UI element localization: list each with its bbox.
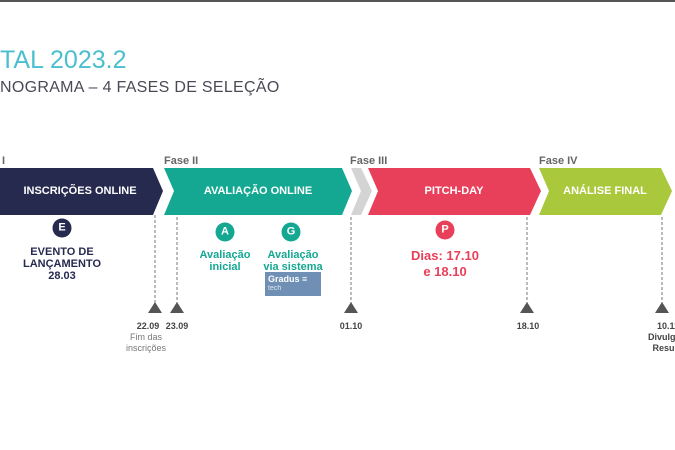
note-line: Divulgação <box>647 332 675 342</box>
top-border <box>0 0 675 2</box>
phase-label-4: Fase IV <box>539 155 578 167</box>
event-line: e 18.10 <box>423 264 467 279</box>
event-initial-eval: Avaliação inicial <box>200 249 251 273</box>
page-title: TAL 2023.2 <box>0 46 127 74</box>
event-pitch-days: Dias: 17.10 e 18.10 <box>411 248 479 280</box>
badge-e: E <box>52 218 72 238</box>
milestone-date: 10.11 <box>656 321 675 331</box>
phase-bar-2 <box>164 168 352 215</box>
event-line: via sistema <box>263 261 323 273</box>
logo-text: Gradus <box>268 274 300 284</box>
phase-label-1: I <box>2 155 6 167</box>
note-line: Resultado <box>652 343 675 353</box>
badge-a: A <box>215 222 235 242</box>
note-line: Final <box>616 354 675 365</box>
badge-g: G <box>281 222 301 242</box>
event-launch: EVENTO DE LANÇAMENTO 28.03 <box>23 246 101 282</box>
milestone-marker <box>148 302 162 313</box>
page-subtitle: NOGRAMA – 4 FASES DE SELEÇÃO <box>0 79 280 96</box>
milestone-marker <box>344 302 358 313</box>
milestone-marker <box>170 302 184 313</box>
event-system-eval: Avaliação via sistema <box>263 249 322 273</box>
phase-bar-label-4: ANÁLISE FINAL <box>563 185 647 197</box>
event-line: Avaliação <box>267 249 319 261</box>
phase-bar-4 <box>539 168 672 215</box>
phase-label-2: Fase II <box>164 155 199 167</box>
note-line: Fim das <box>129 332 163 342</box>
phase-bar-label-3: PITCH-DAY <box>424 185 484 197</box>
milestone-note: Fim das inscrições <box>126 332 166 354</box>
logo-subtext: tech <box>268 285 282 292</box>
phase-bar-label-1: INSCRIÇÕES ONLINE <box>23 185 137 197</box>
event-line: inicial <box>209 261 241 273</box>
event-line: LANÇAMENTO <box>22 258 102 270</box>
event-line: EVENTO DE <box>30 246 94 258</box>
milestone-date: 01.10 <box>339 321 363 331</box>
milestone-marker <box>520 302 534 313</box>
gradus-logo: Gradus ≡tech <box>265 272 321 296</box>
milestone-date: 23.09 <box>165 321 189 331</box>
event-line: Dias: 17.10 <box>411 248 479 263</box>
phase-bar-1 <box>0 168 163 215</box>
note-line: inscrições <box>125 343 167 353</box>
milestone-marker <box>655 302 669 313</box>
phase-label-3: Fase III <box>350 155 388 167</box>
milestone-date: 22.09 <box>136 321 160 331</box>
milestone-note: Divulgação Resultado Final <box>616 332 675 365</box>
event-line: 28.03 <box>48 270 76 282</box>
milestone-date: 18.10 <box>516 321 540 331</box>
phase-bar-3 <box>368 168 541 215</box>
chevron-separator <box>351 168 372 215</box>
phase-bar-label-2: AVALIAÇÃO ONLINE <box>203 185 313 197</box>
badge-p: P <box>435 220 455 240</box>
event-line: Avaliação <box>199 249 251 261</box>
